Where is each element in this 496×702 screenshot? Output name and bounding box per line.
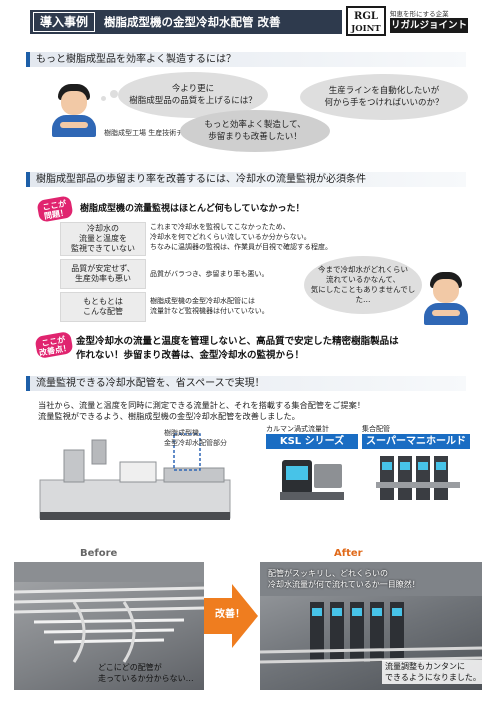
thought-dot (101, 96, 106, 101)
worker-illustration (424, 272, 468, 326)
section-heading-efficiency: もっと樹脂成型品を効率よく製造するには？ (26, 52, 466, 67)
logo-mark: RGL JOINT (346, 6, 386, 36)
svg-text:JOINT: JOINT (350, 24, 381, 34)
before-caption: どこにどの配管が 走っているか分からない… (98, 663, 194, 683)
problem-label-piping: もともとは こんな配管 (60, 292, 146, 322)
problem-lead: 樹脂成型機の流量監視はほとんど何もしていなかった！ (80, 204, 305, 214)
thought-cloud-worker: 今まで冷却水がどれくらい 流れているかなんて、 気にしたこともありませんでした… (304, 256, 422, 314)
problem-label-monitoring: 冷却水の 流量と温度を 監視できていない (60, 222, 146, 256)
svg-text:RGL: RGL (354, 11, 378, 22)
section-heading-monitoring: 樹脂成型部品の歩留まり率を改善するには、冷却水の流量監視が必須条件 (26, 172, 466, 187)
problem-badge: ここが 問題！ (36, 195, 74, 223)
machine-label: 樹脂成型機 金型冷却水配管部分 (164, 429, 227, 447)
page-header: 導入事例 樹脂成型機の金型冷却水配管 改善 RGL JOINT 知恵を形にする企… (0, 0, 496, 44)
before-photo (13, 562, 205, 690)
engineer-illustration (52, 84, 96, 138)
improvement-arrow-icon (204, 584, 258, 648)
thought-dot (110, 90, 118, 98)
product2-caption: 集合配管 (362, 425, 390, 433)
logo-name: リガルジョイント (390, 18, 468, 33)
engineer-caption: 樹脂成型工場 生産技術チーム (104, 129, 198, 137)
after-bottom-caption: 流量調整もカンタンに できるようになりました。 (382, 660, 484, 684)
problem-label-quality: 品質が安定せず、 生産効率も悪い (60, 259, 146, 289)
logo-mark-icon: RGL JOINT (350, 11, 381, 34)
flowmeter-illustration (280, 460, 344, 500)
logo-tagline: 知恵を形にする企業 (390, 10, 449, 18)
improvement-arrow-text: 改善！ (215, 609, 245, 620)
improvement-badge: ここが 改善点！ (34, 331, 74, 359)
product1-name: KSL シリーズ (266, 434, 358, 449)
after-photo (259, 562, 483, 690)
organized-manifold-illustration (259, 562, 483, 664)
thought-cloud-automation: 生産ラインを自動化したいが 何から手をつければいいのか？ (300, 74, 468, 120)
solution-intro: 当社から、流量と温度を同時に測定できる流量計と、それを搭載する集合配管をご提案！… (38, 400, 366, 421)
case-study-tag: 導入事例 (33, 12, 95, 32)
after-top-caption: 配管がスッキリし、どれくらいの 冷却水流量が何で流れているか一目瞭然！ (268, 569, 420, 589)
before-label: Before (80, 548, 118, 559)
tangled-pipes-illustration (13, 562, 205, 663)
thought-cloud-yield: もっと効率よく製造して、 歩留まりも改善したい！ (180, 110, 330, 152)
product2-name: スーパーマニホールド (362, 434, 470, 449)
problem-text-piping: 樹脂成型機の金型冷却水配管には 流量計など監視機器は付いていない。 (150, 297, 269, 315)
section-heading-solution: 流量監視できる冷却水配管を、省スペースで実現！ (26, 376, 466, 391)
problem-text-quality: 品質がバラつき、歩留まり率も悪い。 (150, 270, 269, 278)
molding-machine-illustration (39, 433, 231, 520)
header-bar (30, 10, 342, 34)
conclusion-text: 金型冷却水の流量と温度を管理しないと、高品質で安定した精密樹脂製品は 作れない！… (76, 336, 399, 361)
problem-text-monitoring: これまで冷却水を監視してこなかったため、 冷却水を何でどれくらい流しているか分か… (150, 223, 332, 251)
after-label: After (334, 548, 363, 559)
page-title: 樹脂成型機の金型冷却水配管 改善 (104, 15, 281, 29)
company-logo: RGL JOINT 知恵を形にする企業 リガルジョイント (346, 6, 468, 36)
product1-caption: カルマン渦式流量計 (266, 425, 329, 433)
manifold-illustration (376, 456, 460, 500)
